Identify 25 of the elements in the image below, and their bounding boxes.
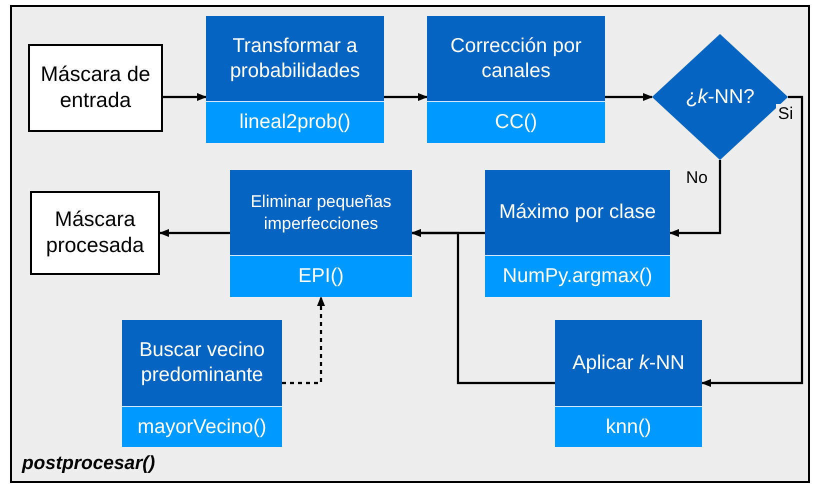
data-box: Máscara de entrada [28, 44, 163, 132]
data-box: Máscara procesada [30, 191, 160, 275]
arrow [669, 160, 722, 237]
arrow [159, 229, 230, 237]
arrow [701, 96, 804, 387]
arrow [163, 93, 207, 101]
function-call: mayorVecino() [122, 406, 282, 447]
function-call: knn() [555, 406, 702, 447]
function-frame [10, 5, 810, 483]
function-name: postprocesar() [22, 453, 156, 475]
process-title: Corrección por canales [427, 16, 605, 101]
decision-text: ¿k-NN? [686, 86, 754, 108]
arrow [605, 93, 653, 101]
arrow [411, 229, 555, 384]
process-title: Aplicar k-NN [555, 320, 702, 406]
process-title: Transformar a probabilidades [206, 16, 384, 101]
function-call: lineal2prob() [206, 101, 384, 143]
function-call: NumPy.argmax() [485, 255, 670, 297]
function-call: CC() [427, 101, 605, 143]
process-title: Eliminar pequeñas imperfecciones [230, 170, 412, 255]
arrow [282, 296, 325, 384]
process-title: Máximo por clase [485, 170, 670, 255]
arrow [384, 93, 428, 101]
function-call: EPI() [230, 255, 412, 297]
process-title: Buscar vecino predominante [122, 320, 282, 406]
